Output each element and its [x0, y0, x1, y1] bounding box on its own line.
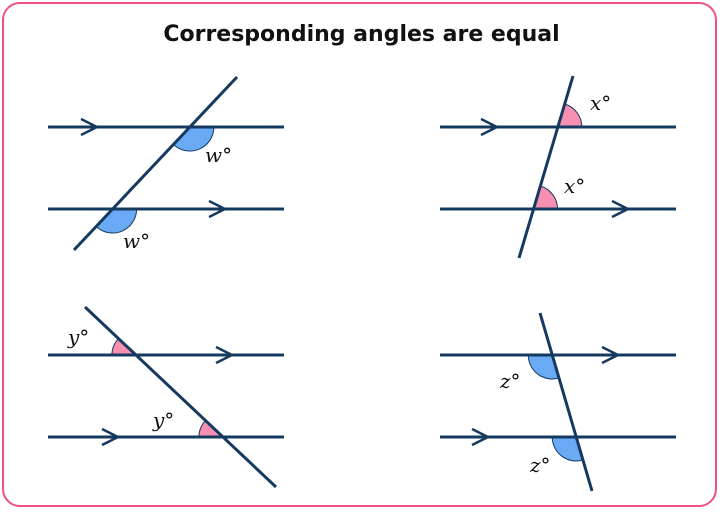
angle-z-1 — [527, 354, 560, 380]
angle-label-w-2: w° — [123, 229, 150, 253]
angle-label-y-2: y° — [152, 408, 174, 432]
parallel-arrow-icon — [80, 117, 100, 137]
angle-label-z-1: z° — [499, 369, 521, 393]
parallel-arrow-icon — [215, 345, 235, 365]
angle-w-1 — [172, 126, 215, 152]
parallel-arrow-icon — [611, 199, 631, 219]
diagram-border — [2, 2, 717, 507]
angle-w-2 — [95, 208, 138, 234]
angle-label-y-1: y° — [67, 325, 89, 349]
transversal-x — [517, 75, 575, 259]
parallel-arrow-icon — [208, 199, 228, 219]
angle-z-2 — [551, 436, 584, 462]
angle-label-z-2: z° — [529, 453, 551, 477]
parallel-arrow-icon — [601, 345, 621, 365]
angle-label-x-1: x° — [590, 91, 611, 115]
parallel-arrow-icon — [101, 427, 121, 447]
page-title: Corresponding angles are equal — [163, 22, 560, 47]
parallel-arrow-icon — [471, 427, 491, 447]
parallel-arrow-icon — [480, 117, 500, 137]
angle-label-x-2: x° — [564, 174, 585, 198]
angle-label-w-1: w° — [205, 143, 232, 167]
transversal-y — [83, 305, 278, 489]
transversal-w — [72, 75, 239, 252]
transversal-z — [538, 312, 594, 492]
